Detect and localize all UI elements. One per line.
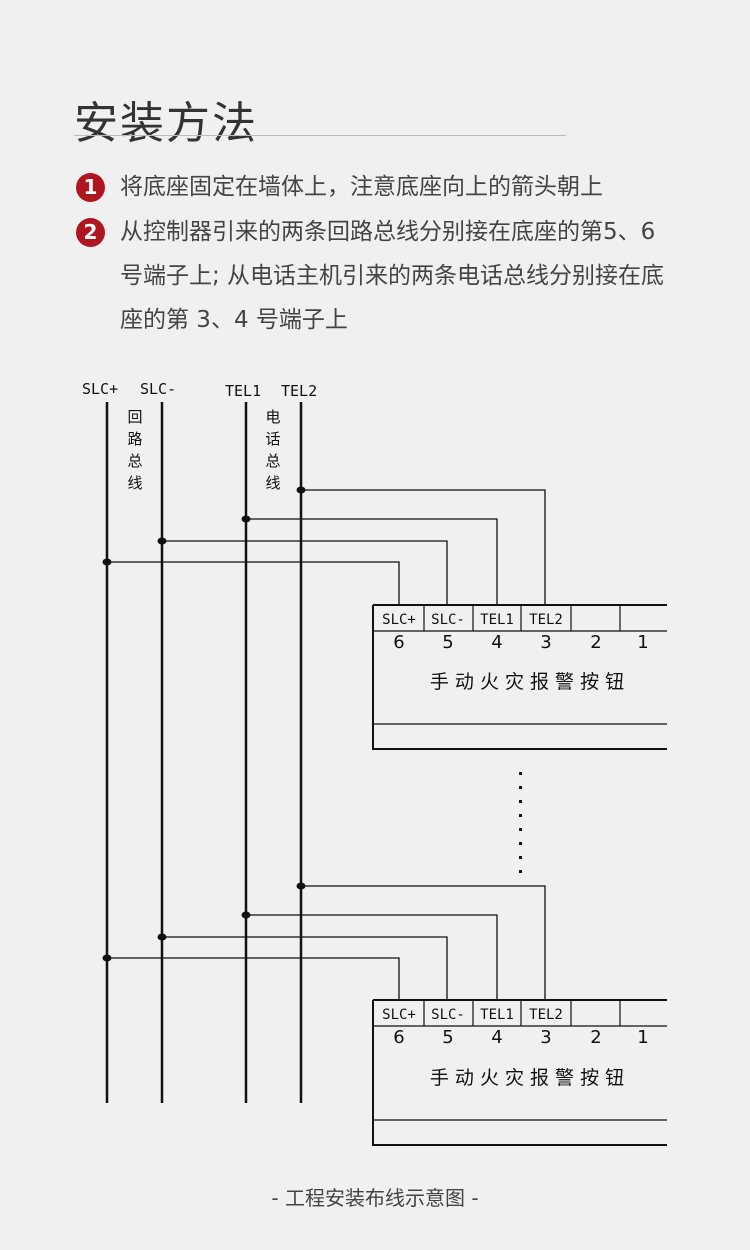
terminal-label: TEL2 (529, 612, 563, 628)
wire-slc-plus (107, 561, 400, 606)
terminal-number: 2 (590, 1027, 601, 1048)
wire-slc-minus (162, 936, 448, 1001)
bus-label-slc-plus: SLC+ (82, 380, 118, 398)
loop-bus-char: 回 (127, 408, 142, 426)
step-2: 2 从控制器引来的两条回路总线分别接在底座的第5、6 号端子上; 从电话主机引来… (76, 210, 676, 342)
loop-bus-char: 线 (127, 474, 142, 492)
terminal-number: 6 (393, 1027, 404, 1048)
device-1: SLC+ SLC- TEL1 TEL2 6 5 4 3 2 1 手 动 火 灾 … (372, 604, 667, 750)
junction-dot (157, 537, 167, 545)
terminal-label: SLC- (431, 612, 465, 628)
terminal-number: 3 (540, 632, 551, 653)
device-name: 手 动 火 灾 报 警 按 钮 (430, 1067, 624, 1089)
junction-dot (241, 515, 251, 523)
terminal-label: TEL1 (480, 1007, 514, 1023)
wire-tel1 (246, 518, 498, 606)
junction-dot (102, 954, 112, 962)
junction-dot (296, 486, 306, 494)
terminal-number: 2 (590, 632, 601, 653)
terminal-label: TEL2 (529, 1007, 563, 1023)
tel-bus-char: 电 (265, 408, 280, 426)
terminal-label: SLC- (431, 1007, 465, 1023)
terminal-label: SLC+ (382, 1007, 416, 1023)
diagram-caption: - 工程安装布线示意图 - (271, 1186, 479, 1210)
device-2-junctions (102, 882, 306, 962)
bus-label-tel2: TEL2 (281, 382, 317, 400)
step-number-badge: 2 (76, 218, 105, 247)
terminal-number: 3 (540, 1027, 551, 1048)
terminal-number: 4 (491, 632, 502, 653)
terminal-number: 1 (637, 1027, 648, 1048)
wire-tel1 (246, 914, 498, 1001)
device-name: 手 动 火 灾 报 警 按 钮 (430, 671, 624, 693)
wire-tel2 (301, 489, 546, 606)
step-text: 从控制器引来的两条回路总线分别接在底座的第5、6 号端子上; 从电话主机引来的两… (120, 219, 665, 333)
junction-dot (241, 911, 251, 919)
device-2-wires (107, 885, 546, 1001)
terminal-label: SLC+ (382, 612, 416, 628)
tel-bus-char: 线 (265, 474, 280, 492)
bus-label-tel1: TEL1 (225, 382, 261, 400)
terminal-number: 6 (393, 632, 404, 653)
junction-dot (296, 882, 306, 890)
tel-bus-char: 总 (265, 452, 280, 470)
wire-tel2 (301, 885, 546, 1001)
terminal-number: 5 (442, 1027, 453, 1048)
bus-label-slc-minus: SLC- (140, 380, 176, 398)
junction-dot (157, 933, 167, 941)
terminal-number: 4 (491, 1027, 502, 1048)
wire-slc-minus (162, 540, 448, 606)
terminal-label: TEL1 (480, 612, 514, 628)
device-2: SLC+ SLC- TEL1 TEL2 6 5 4 3 2 1 手 动 火 灾 … (372, 999, 667, 1146)
device-1-junctions (102, 486, 306, 566)
terminal-number: 1 (637, 632, 648, 653)
terminal-number: 5 (442, 632, 453, 653)
title-divider (74, 135, 566, 136)
continuation-dots (519, 772, 522, 873)
loop-bus-char: 总 (127, 452, 142, 470)
step-number-badge: 1 (76, 173, 105, 202)
loop-bus-char: 路 (127, 430, 142, 448)
step-text: 将底座固定在墙体上，注意底座向上的箭头朝上 (120, 174, 603, 200)
device-1-wires (107, 489, 546, 606)
wire-slc-plus (107, 957, 400, 1001)
junction-dot (102, 558, 112, 566)
tel-bus-char: 话 (265, 430, 280, 448)
step-1: 1 将底座固定在墙体上，注意底座向上的箭头朝上 (76, 165, 676, 209)
page-title: 安装方法 (74, 98, 258, 150)
